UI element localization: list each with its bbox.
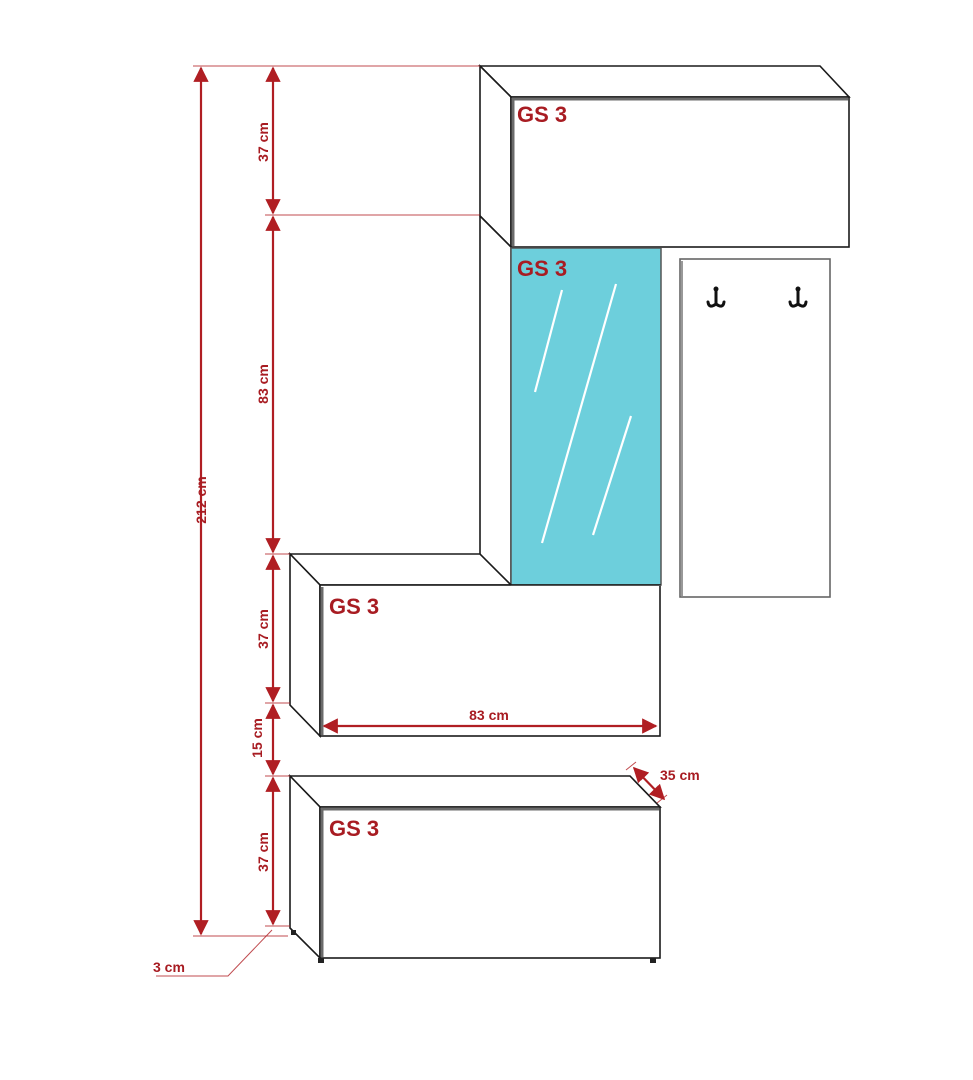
- coat-panel: [679, 258, 831, 598]
- foot-icon: [650, 958, 656, 963]
- bottom-height-label: 37 cm: [255, 832, 271, 872]
- module-label: GS 3: [329, 816, 379, 841]
- module-label: GS 3: [329, 594, 379, 619]
- total-height-label: 212 cm: [193, 476, 209, 523]
- middle-height-label: 37 cm: [255, 609, 271, 649]
- glass-reflection-icon: [533, 289, 564, 393]
- module-label: GS 3: [517, 102, 567, 127]
- foot-icon: [318, 958, 324, 963]
- width-label: 83 cm: [469, 707, 509, 723]
- depth-label: 35 cm: [660, 767, 700, 783]
- bottom-cabinet: [288, 774, 662, 963]
- hook-icon: [788, 286, 808, 308]
- top-height-label: 37 cm: [255, 122, 271, 162]
- glass-reflection-icon: [591, 415, 633, 536]
- glass-height-label: 83 cm: [255, 364, 271, 404]
- module-label: GS 3: [517, 256, 567, 281]
- glass-reflection-icon: [540, 283, 618, 544]
- foot-icon: [291, 930, 296, 935]
- gap-label: 15 cm: [249, 718, 265, 758]
- dimension-lines: [156, 65, 668, 977]
- feet-height-label: 3 cm: [153, 959, 185, 975]
- top-cabinet: [478, 64, 851, 249]
- middle-cabinet: [288, 552, 661, 738]
- glass-cabinet: [479, 214, 662, 587]
- hook-icon: [706, 286, 726, 308]
